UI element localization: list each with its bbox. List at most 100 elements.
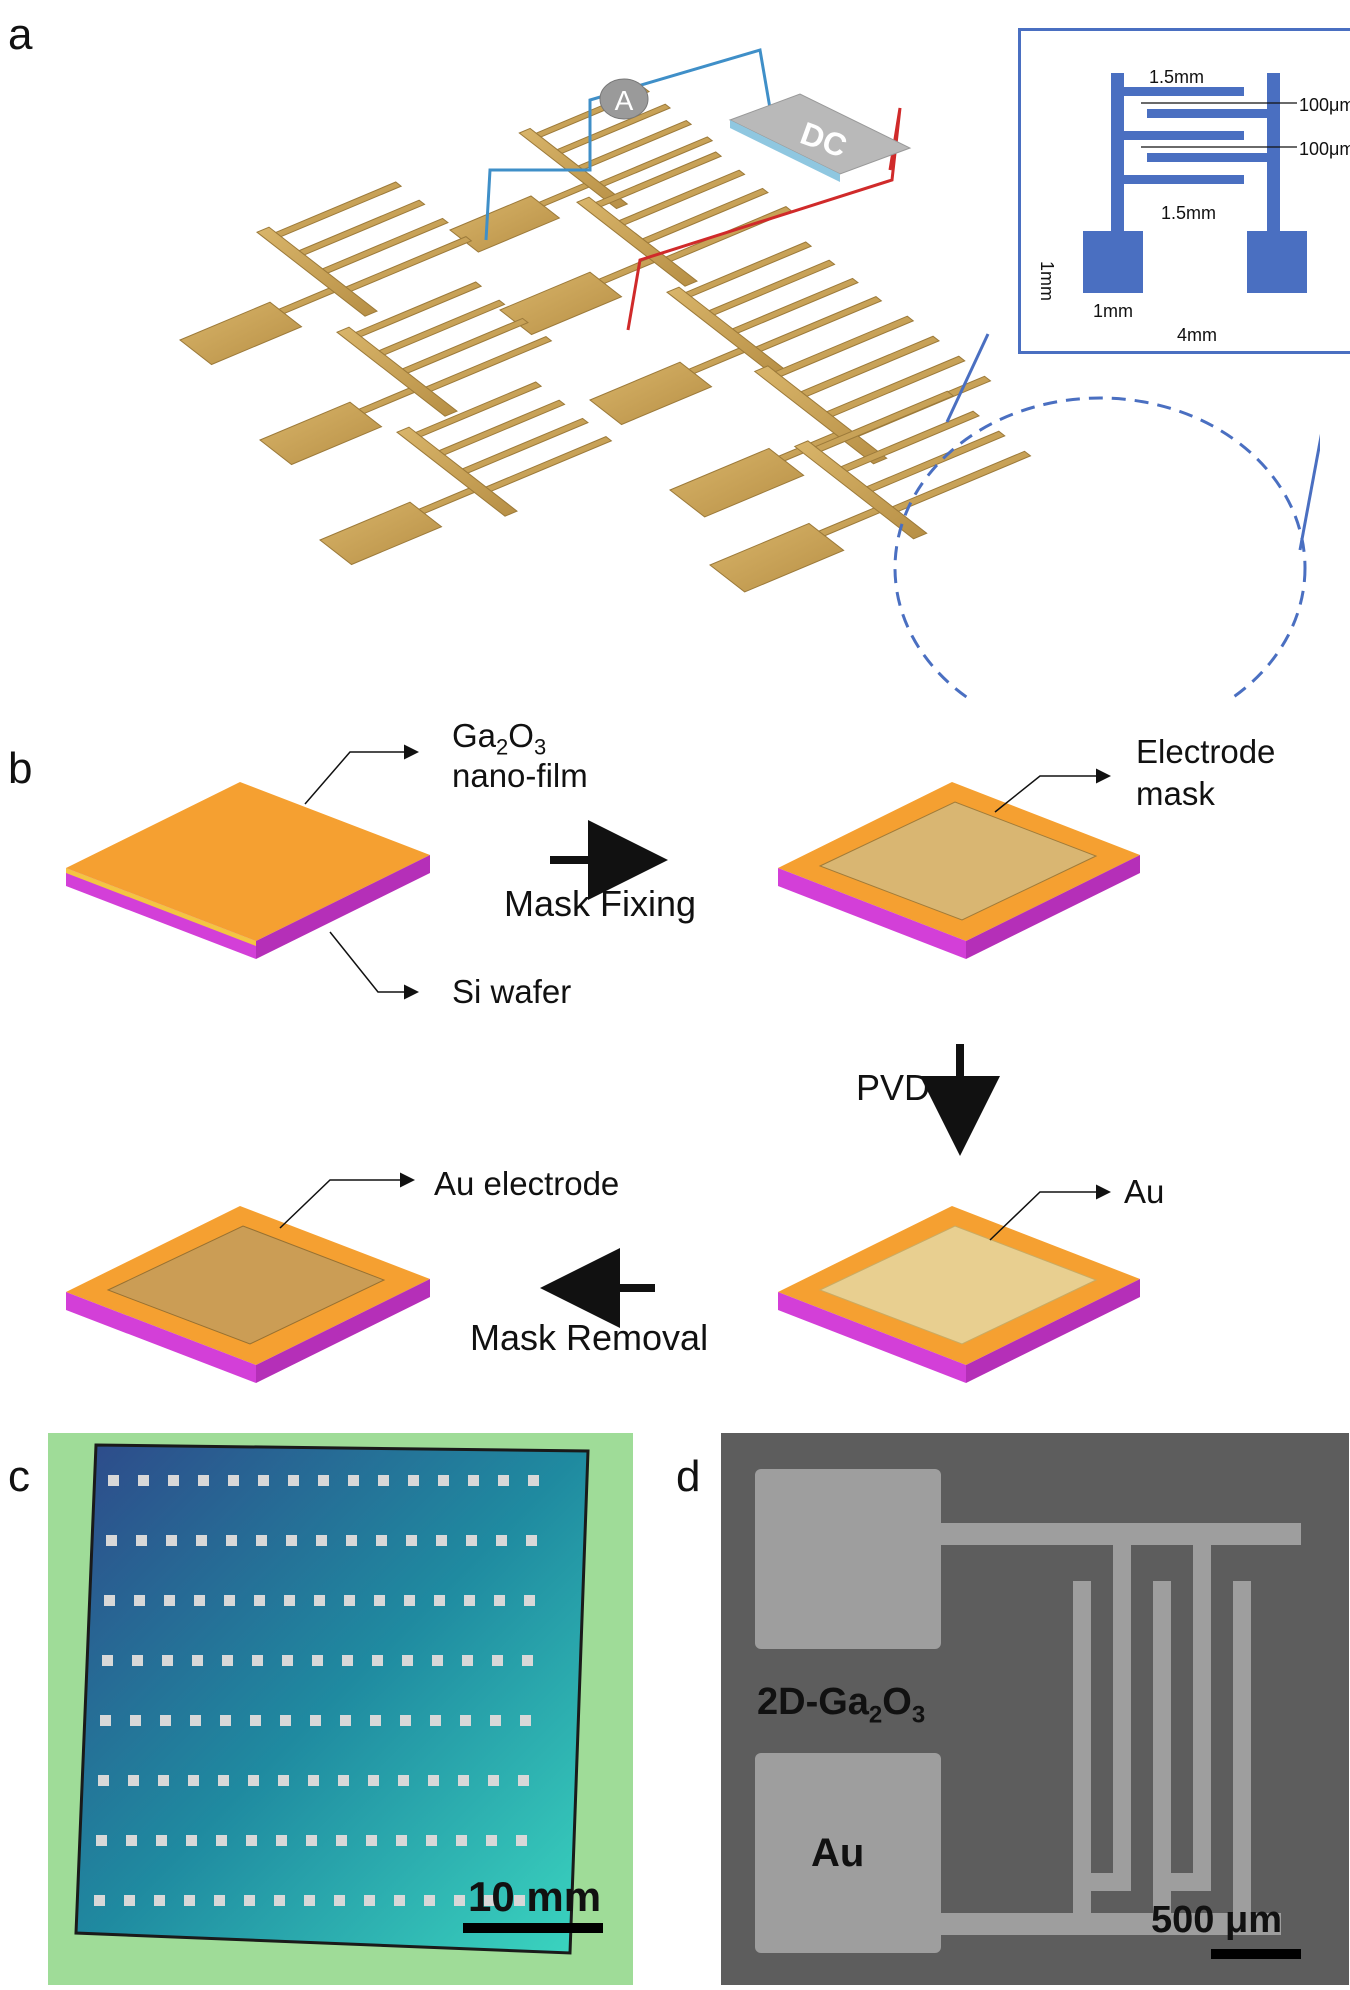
electrode-finger (298, 199, 426, 256)
photo-pad (514, 1895, 525, 1906)
photo-pad (100, 1715, 111, 1726)
scale-bar-d (1211, 1949, 1301, 1959)
photo-pad (516, 1835, 527, 1846)
electrode-finger (321, 217, 449, 274)
electrode-bus (396, 426, 518, 517)
photo-pad (190, 1715, 201, 1726)
photo-pad (348, 1475, 359, 1486)
photo-pad (158, 1775, 169, 1786)
photo-pad (214, 1895, 225, 1906)
electrode-schematic-inset: 1.5mm 100μm 100μm 1.5mm 1mm 1mm 4mm (1018, 28, 1350, 354)
electrode-bus (256, 226, 378, 317)
photo-pad (278, 1775, 289, 1786)
electrode-finger (577, 119, 693, 171)
electrode-finger (424, 336, 553, 392)
step-mask-fixing: Mask Fixing (504, 883, 697, 924)
electrode-finger (378, 299, 506, 356)
photo-pad (250, 1715, 261, 1726)
au-electrode-pattern (106, 1225, 386, 1345)
photo-pad (220, 1715, 231, 1726)
photo-pad (194, 1595, 205, 1606)
right-bar (1267, 73, 1280, 253)
photo-pad (184, 1895, 195, 1906)
photo-pad (316, 1535, 327, 1546)
photo-pad (222, 1655, 233, 1666)
photo-pad (374, 1595, 385, 1606)
electrode-finger (598, 136, 714, 187)
electrode-finger (641, 187, 769, 244)
dim-total-w: 4mm (1177, 325, 1217, 345)
photo-pad (460, 1715, 471, 1726)
photo-pad (128, 1775, 139, 1786)
photo-pad (274, 1895, 285, 1906)
photo-pad (524, 1595, 535, 1606)
sem-svg (721, 1433, 1349, 1985)
photo-pad (288, 1475, 299, 1486)
electrode-bus (793, 440, 928, 540)
electrode-pad (179, 301, 303, 366)
right-pad (1247, 231, 1307, 293)
electrode-finger (800, 335, 940, 397)
photo-pad (492, 1655, 503, 1666)
photo-pad (256, 1535, 267, 1546)
step-mask-removal: Mask Removal (470, 1317, 709, 1358)
panel-c-device-photo: 10 mm (48, 1433, 633, 1985)
panel-label-a: a (8, 10, 33, 59)
photo-pad (108, 1475, 119, 1486)
electrode-pad (319, 501, 443, 566)
panel-d-sem-image: 2D-Ga2O3 Au 500 μm (721, 1433, 1349, 1985)
left-pad (1083, 231, 1143, 293)
photo-pad (198, 1475, 209, 1486)
photo-pad (186, 1835, 197, 1846)
photo-pad (406, 1535, 417, 1546)
photo-pad (338, 1775, 349, 1786)
ammeter-icon (599, 78, 649, 120)
photo-pad (96, 1835, 107, 1846)
photo-pad (286, 1535, 297, 1546)
electrode-finger (891, 450, 1032, 512)
photo-pad (280, 1715, 291, 1726)
wafer-bare (66, 782, 430, 959)
electrode-finger (664, 206, 793, 262)
dim-top: 1.5mm (1149, 67, 1205, 87)
electrode-pad (259, 401, 383, 466)
electrode-bus (753, 365, 888, 465)
left-bar (1111, 73, 1124, 253)
photo-pad (138, 1475, 149, 1486)
electrode-finger (754, 296, 883, 352)
electrode-finger (438, 399, 566, 456)
photo-pad (520, 1715, 531, 1726)
photo-pad (396, 1835, 407, 1846)
electrode-pad (709, 522, 845, 593)
ga2o3-film-label: Ga2O3 (452, 717, 547, 760)
photo-pad (526, 1535, 537, 1546)
electrode-finger (865, 430, 1006, 492)
photo-pad (368, 1775, 379, 1786)
photo-pad (336, 1835, 347, 1846)
photo-pad (494, 1595, 505, 1606)
photo-pad (312, 1655, 323, 1666)
photo-pad (164, 1595, 175, 1606)
photo-pad (402, 1655, 413, 1666)
photo-pad (438, 1475, 449, 1486)
panel-a-3d-electrodes: A DC 1.5mm 100μm 100μm (30, 20, 1350, 740)
photo-pad (370, 1715, 381, 1726)
photo-pad (404, 1595, 415, 1606)
electrode-pad (449, 195, 561, 253)
scale-label-c: 10 mm (468, 1873, 602, 1920)
red-wire (626, 107, 902, 331)
electrode-finger (344, 236, 473, 292)
step-pvd: PVD (856, 1067, 931, 1108)
photo-pad (434, 1595, 445, 1606)
photo-pad (308, 1775, 319, 1786)
photo-pad (252, 1655, 263, 1666)
photo-pad (160, 1715, 171, 1726)
photo-pad (346, 1535, 357, 1546)
electrode-finger (684, 241, 813, 298)
photo-pad (134, 1595, 145, 1606)
dim-gap2: 100μm (1299, 139, 1350, 159)
electrode-finger (556, 103, 672, 154)
photo-pad (246, 1835, 257, 1846)
photo-pad (254, 1595, 265, 1606)
photo-pad (484, 1895, 495, 1906)
